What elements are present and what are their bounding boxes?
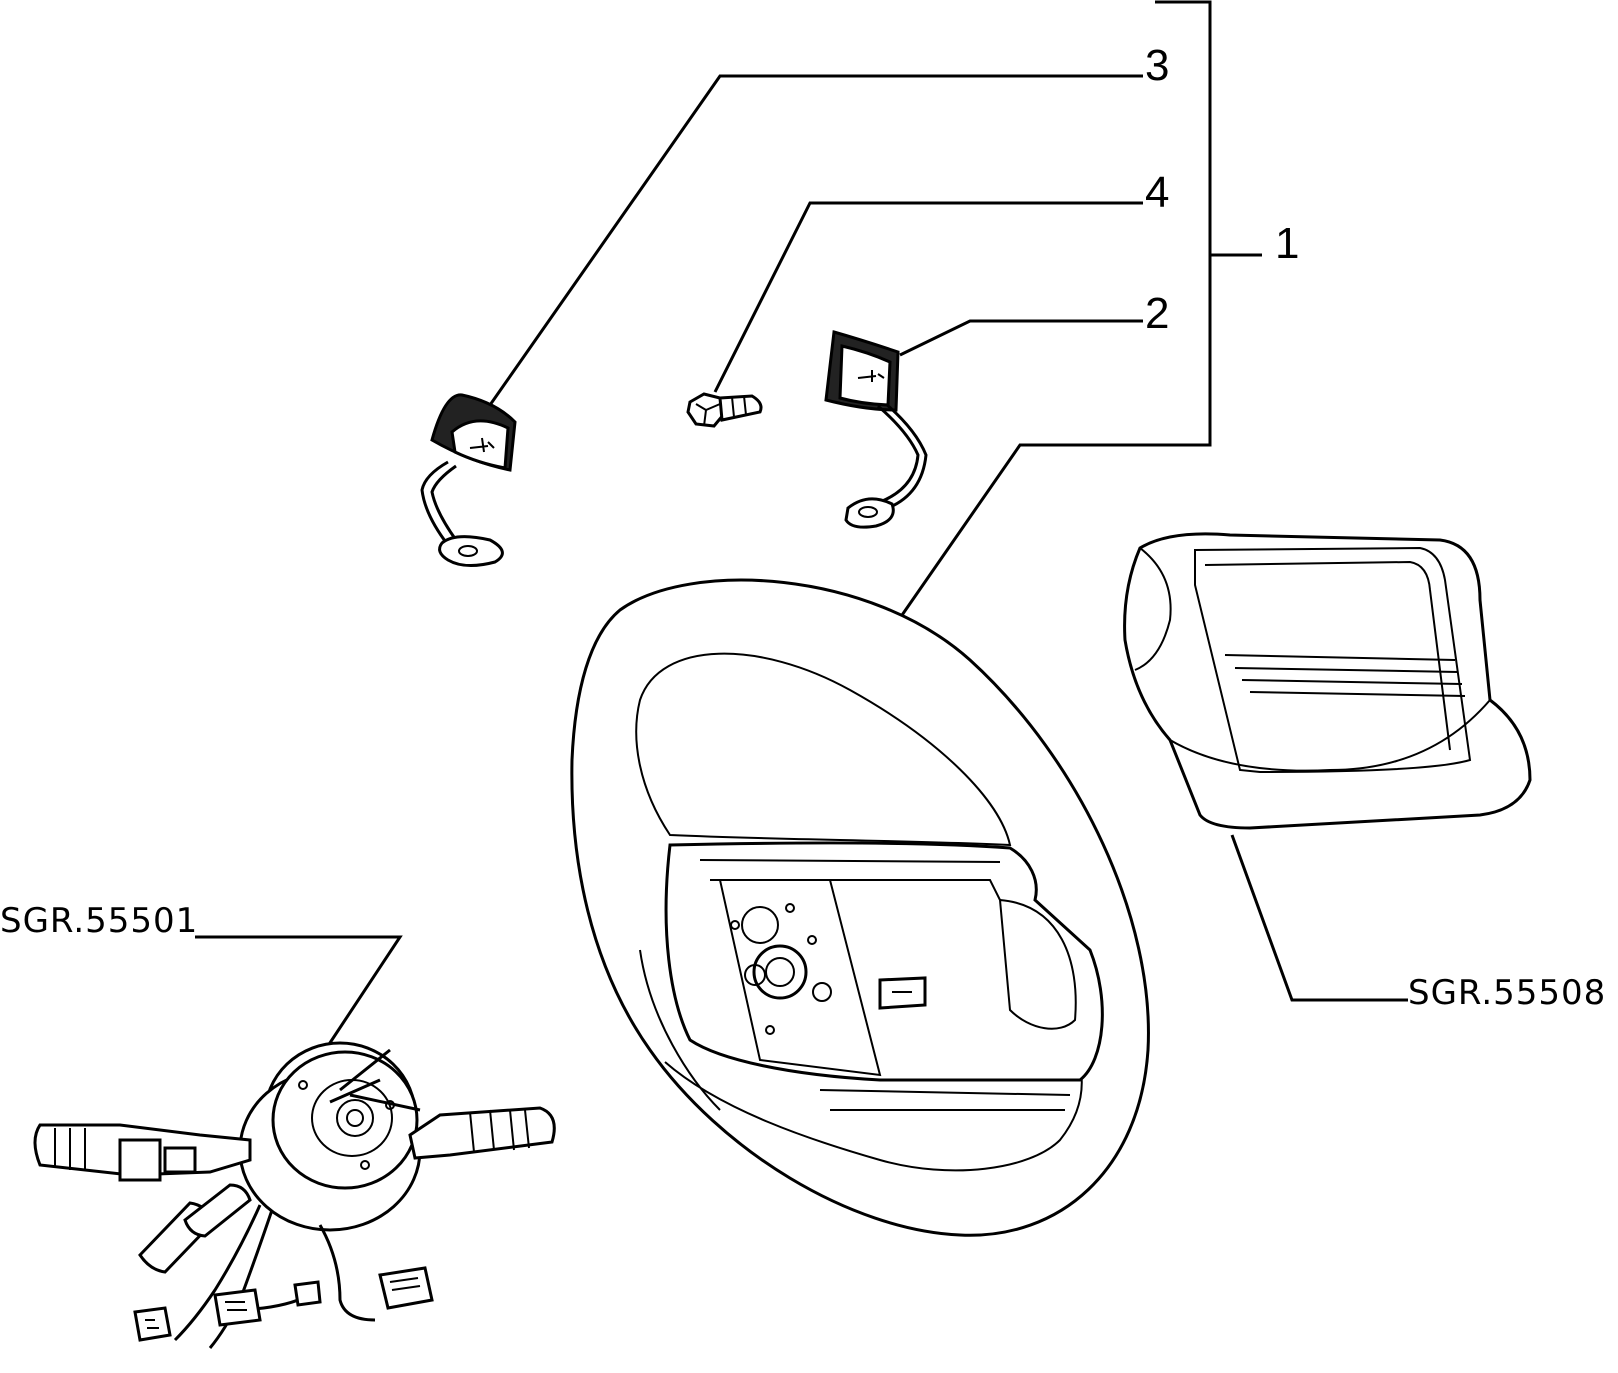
horn-button-left-drawing [420, 393, 517, 567]
callout-part-4: 4 [1145, 168, 1169, 217]
leader-ref-switch [195, 935, 403, 1071]
horn-button-right-drawing [824, 330, 928, 529]
leader-ref-airbag [1230, 834, 1408, 1002]
callout-part-1: 1 [1275, 219, 1299, 268]
ref-label-airbag: SGR.55508 [1408, 973, 1606, 1013]
leader-part-3 [488, 74, 1143, 406]
screw-drawing [686, 392, 763, 428]
bracket-part-1 [898, 0, 1212, 619]
callout-part-3: 3 [1145, 41, 1169, 90]
leader-part-4 [713, 201, 1143, 393]
airbag-module-drawing [1123, 532, 1532, 830]
steering-wheel-drawing [570, 578, 1150, 1237]
leader-lines [195, 0, 1408, 1071]
callout-part-2: 2 [1145, 289, 1169, 338]
column-switch-drawing [33, 1041, 556, 1349]
ref-label-switch: SGR.55501 [0, 901, 198, 941]
leader-part-2 [899, 319, 1143, 357]
